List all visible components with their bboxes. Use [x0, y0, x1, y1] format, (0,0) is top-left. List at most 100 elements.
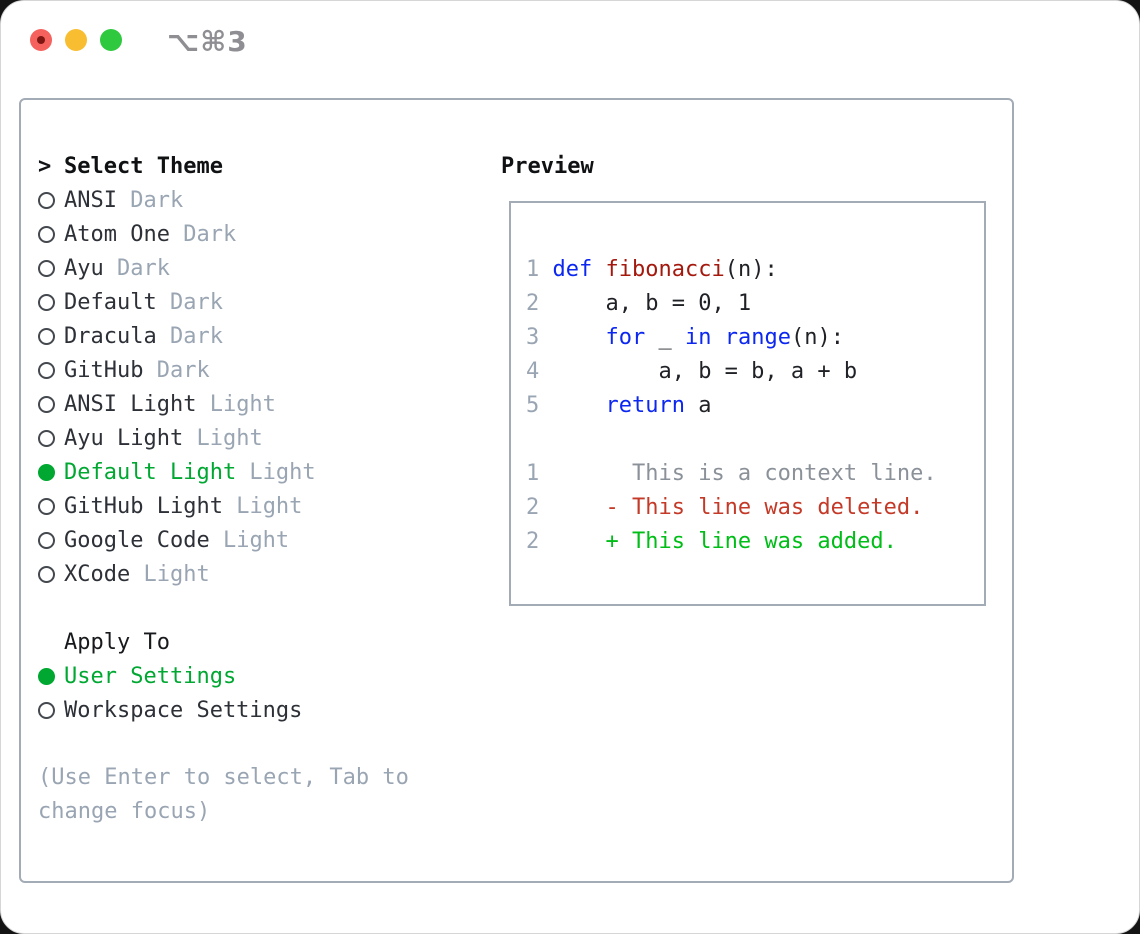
code-token: (n):: [724, 256, 778, 282]
line-number: 5: [526, 392, 553, 418]
theme-name: GitHub: [64, 357, 144, 383]
code-token: a: [684, 392, 712, 418]
theme-name: ANSI Light: [64, 391, 197, 417]
line-number: 4: [526, 358, 553, 384]
theme-option-github-light[interactable]: GitHub Light Light: [38, 489, 483, 523]
line-number: 2: [526, 528, 553, 554]
theme-variant: Dark: [116, 187, 184, 213]
theme-name: GitHub Light: [64, 493, 223, 519]
theme-variant: Dark: [169, 221, 237, 247]
radio-unselected-icon: [38, 361, 55, 379]
code-line: 2 - This line was deleted.: [526, 490, 984, 524]
apply-option-user-settings[interactable]: User Settings: [38, 659, 483, 693]
theme-variant: Light: [236, 459, 316, 485]
theme-name: Ayu: [64, 255, 104, 281]
code-line: 2 a, b = 0, 1: [526, 286, 984, 320]
apply-option-label: User Settings: [64, 663, 237, 689]
window-title: ⌥⌘3: [167, 25, 248, 58]
minimize-button-icon[interactable]: [65, 29, 87, 51]
theme-option-default[interactable]: Default Dark: [38, 285, 483, 319]
code-token: for: [605, 324, 646, 350]
code-token: def: [552, 256, 593, 282]
line-number: [526, 427, 553, 452]
radio-unselected-icon: [38, 565, 55, 583]
theme-name: Default Light: [64, 459, 237, 485]
theme-option-xcode[interactable]: XCode Light: [38, 557, 483, 591]
apply-option-workspace-settings[interactable]: Workspace Settings: [38, 693, 483, 727]
zoom-button-icon[interactable]: [100, 29, 122, 51]
theme-name: Google Code: [64, 527, 210, 553]
code-token: return: [605, 392, 685, 418]
theme-option-ayu-light[interactable]: Ayu Light Light: [38, 421, 483, 455]
theme-option-ansi[interactable]: ANSI Dark: [38, 183, 483, 217]
code-line: 1 def fibonacci(n):: [526, 252, 984, 286]
code-token: a, b = 0, 1: [552, 290, 752, 316]
theme-variant: Light: [130, 561, 210, 587]
radio-selected-icon: [38, 667, 55, 685]
code-token: fibonacci: [605, 256, 725, 282]
theme-variant: Light: [196, 391, 276, 417]
preview-title: Preview: [501, 153, 594, 179]
theme-option-atom-one[interactable]: Atom One Dark: [38, 217, 483, 251]
theme-option-ansi-light[interactable]: ANSI Light Light: [38, 387, 483, 421]
radio-unselected-icon: [38, 259, 55, 277]
theme-option-dracula[interactable]: Dracula Dark: [38, 319, 483, 353]
code-line: 1 This is a context line.: [526, 456, 984, 490]
code-line: [526, 422, 984, 456]
theme-option-ayu[interactable]: Ayu Dark: [38, 251, 483, 285]
radio-unselected-icon: [38, 191, 55, 209]
code-token: [592, 257, 605, 282]
line-number: 2: [526, 290, 553, 316]
theme-name: Dracula: [64, 323, 157, 349]
close-button-icon[interactable]: [30, 29, 52, 51]
line-number: 1: [526, 460, 553, 486]
theme-variant: Light: [183, 425, 263, 451]
select-theme-header: > Select Theme: [38, 149, 483, 183]
theme-option-github[interactable]: GitHub Dark: [38, 353, 483, 387]
theme-option-default-light[interactable]: Default Light Light: [38, 455, 483, 489]
theme-variant: Light: [222, 493, 303, 519]
code-token: range: [724, 324, 791, 350]
radio-unselected-icon: [38, 429, 55, 447]
apply-to-label: Apply To: [64, 629, 170, 655]
code-token: in: [684, 324, 712, 350]
code-line: 4 a, b = b, a + b: [526, 354, 984, 388]
keyboard-hint: (Use Enter to select, Tab to change focu…: [38, 765, 409, 824]
radio-unselected-icon: [38, 225, 55, 243]
cursor-icon: >: [38, 153, 52, 179]
theme-variant: Dark: [103, 255, 170, 281]
theme-option-google-code[interactable]: Google Code Light: [38, 523, 483, 557]
apply-to-header: Apply To: [38, 625, 483, 659]
theme-name: ANSI: [64, 187, 117, 213]
theme-name: Default: [64, 289, 157, 315]
radio-unselected-icon: [38, 531, 55, 549]
code-line: 2 + This line was added.: [526, 524, 984, 558]
select-theme-title: Select Theme: [64, 153, 223, 179]
line-number: 1: [526, 256, 553, 282]
code-token: _: [645, 324, 685, 350]
theme-name: Ayu Light: [64, 425, 184, 451]
code-token: [553, 325, 606, 350]
code-token: (n):: [790, 324, 844, 350]
apply-option-label: Workspace Settings: [64, 697, 303, 723]
code-token: + This line was added.: [552, 528, 897, 554]
theme-variant: Dark: [156, 323, 223, 349]
code-line: 3 for _ in range(n):: [526, 320, 984, 354]
code-token: - This line was deleted.: [552, 494, 924, 520]
code-line: 5 return a: [526, 388, 984, 422]
code-token: [553, 393, 606, 418]
theme-name: XCode: [64, 561, 131, 587]
radio-unselected-icon: [38, 497, 55, 515]
line-number: 3: [526, 324, 553, 350]
theme-variant: Light: [209, 527, 290, 553]
radio-unselected-icon: [38, 293, 55, 311]
radio-unselected-icon: [38, 701, 55, 719]
code-token: a, b = b, a + b: [552, 358, 858, 384]
titlebar: ⌥⌘3: [1, 1, 1139, 79]
theme-variant: Dark: [143, 357, 210, 383]
